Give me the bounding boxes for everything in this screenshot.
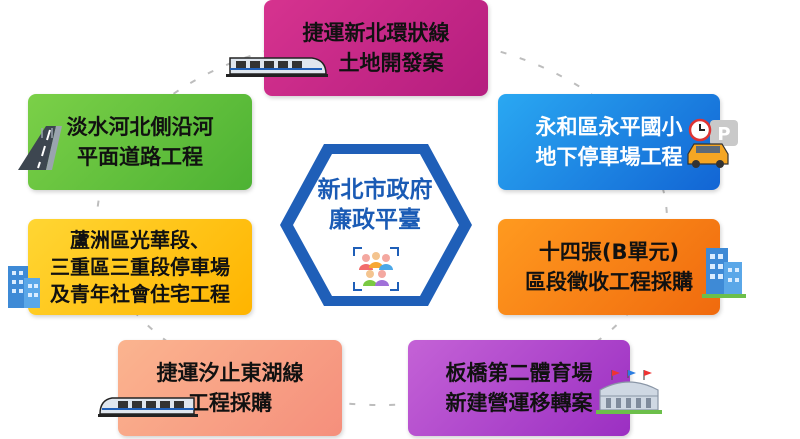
project-card-circular-line-land[interactable]: 捷運新北環狀線 土地開發案 [264,0,488,96]
project-card-line1: 永和區永平國小 [535,115,683,139]
project-card-line2: 工程採購 [188,391,272,415]
center-title-line2: 廉政平臺 [329,207,421,233]
project-card-line1: 捷運新北環狀線 [302,21,450,45]
project-card-line1: 捷運汐止東湖線 [156,361,304,385]
project-card-banqiao-stadium[interactable]: 板橋第二體育場 新建營運移轉案 [408,340,630,436]
project-card-line2: 地下停車場工程 [535,145,683,169]
center-title-line1: 新北市政府 [317,177,433,203]
svg-text:P: P [717,124,730,145]
train-icon [98,397,198,417]
project-card-line1: 板橋第二體育場 [445,361,593,385]
building-icon [702,248,746,298]
people-group-icon [353,247,399,291]
project-card-line1: 蘆洲區光華段、 [70,227,210,252]
project-card-line3: 及青年社會住宅工程 [50,281,230,306]
building-icon [8,266,40,308]
project-card-tamsui-river-road[interactable]: 淡水河北側沿河 平面道路工程 [28,94,252,190]
project-card-line2: 區段徵收工程採購 [525,270,693,294]
project-card-shisizhang-expropriation[interactable]: 十四張(B單元) 區段徵收工程採購 [498,219,720,315]
project-card-line2: 平面道路工程 [77,145,203,169]
project-card-line2: 新建營運移轉案 [445,391,593,415]
center-hexagon [280,144,472,306]
project-card-line2: 土地開發案 [338,51,444,75]
train-icon [226,57,328,77]
project-card-yongping-parking[interactable]: 永和區永平國小 地下停車場工程 [498,94,720,190]
project-card-luzhou-sanchong-housing[interactable]: 蘆洲區光華段、 三重區三重段停車場 及青年社會住宅工程 [28,219,252,315]
project-card-line1: 淡水河北側沿河 [66,115,214,139]
project-card-xizhi-donghu-line[interactable]: 捷運汐止東湖線 工程採購 [118,340,342,436]
parking-icon: P [687,118,738,168]
stadium-icon [596,370,662,414]
project-card-line1: 十四張(B單元) [538,240,680,264]
project-card-line2: 三重區三重段停車場 [50,254,230,279]
road-icon [18,126,62,170]
center-title: 新北市政府 廉政平臺 [300,175,450,235]
